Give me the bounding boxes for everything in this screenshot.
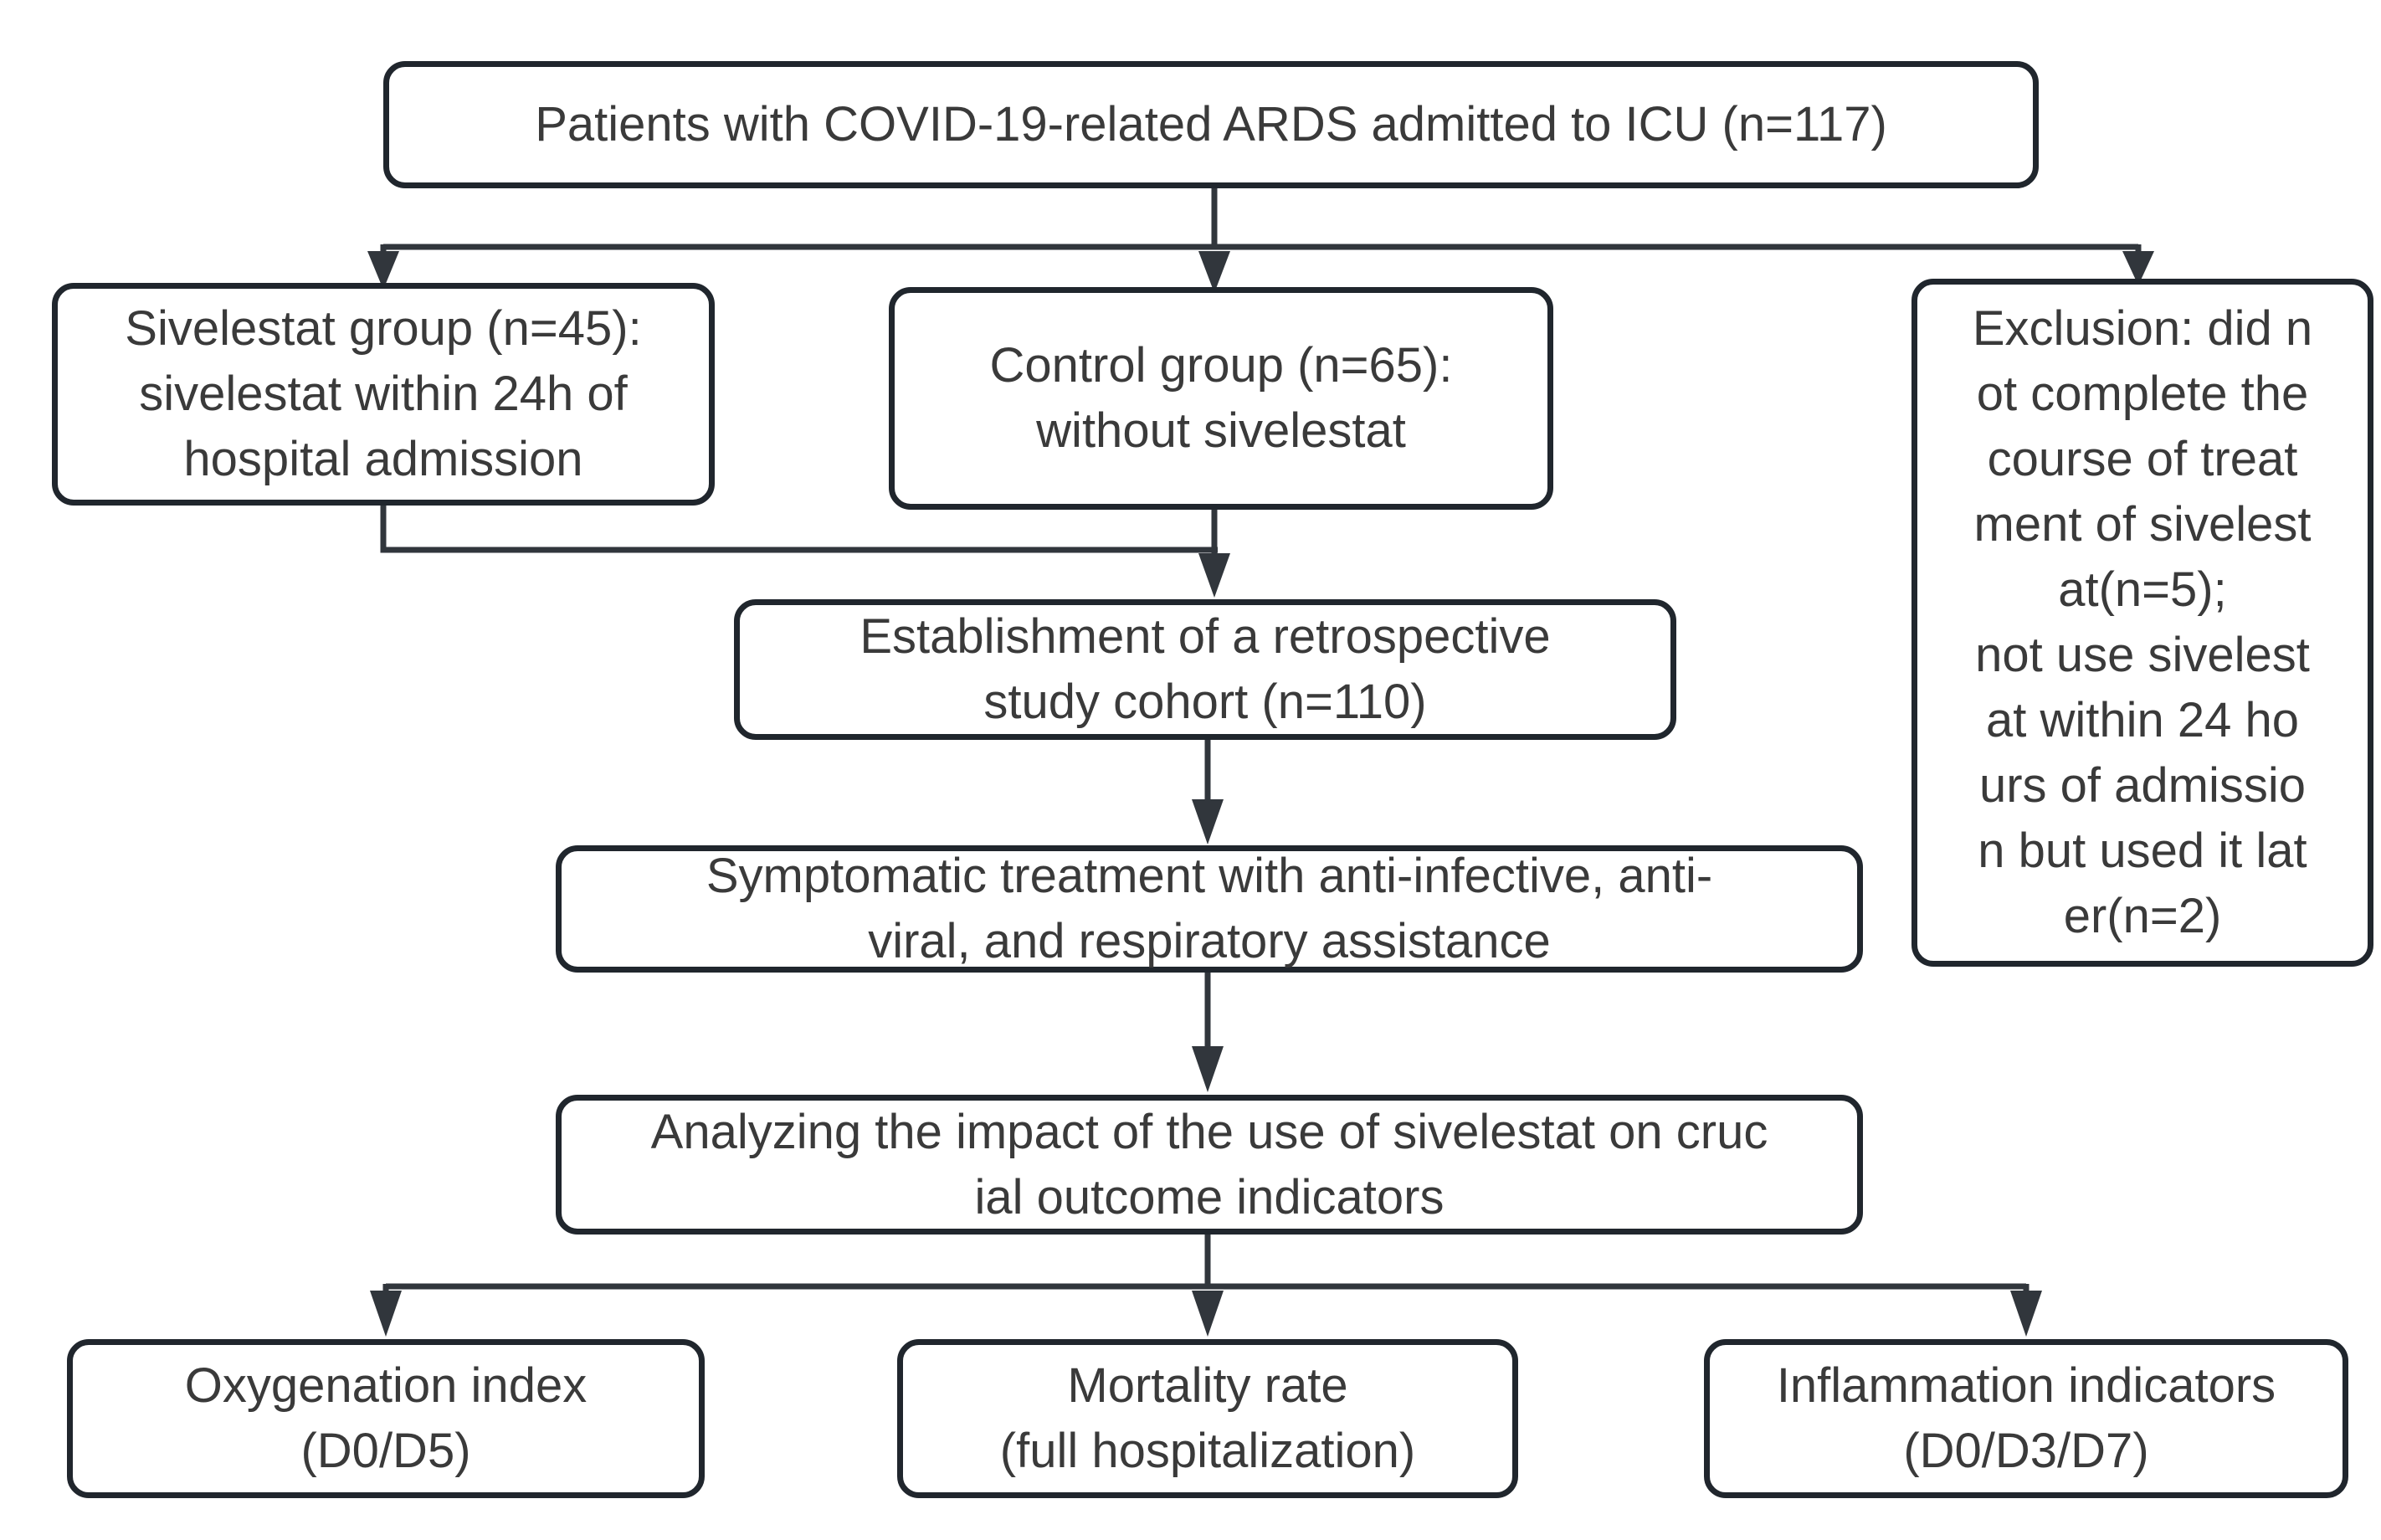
- arrowhead-to-exclusion: [2122, 251, 2154, 285]
- node-inflammation: Inflammation indicators (D0/D3/D7): [1704, 1339, 2348, 1498]
- node-exclusion: Exclusion: did n ot complete the course …: [1911, 279, 2373, 967]
- connector-merge-to-cohort: [380, 503, 1230, 598]
- node-control-group: Control group (n=65): without sivelestat: [889, 287, 1553, 510]
- node-analysis: Analyzing the impact of the use of sivel…: [556, 1095, 1863, 1235]
- node-exclusion-label: Exclusion: did n ot complete the course …: [1972, 301, 2313, 943]
- node-control-group-label: Control group (n=65): without sivelestat: [989, 338, 1453, 458]
- node-cohort-label: Establishment of a retrospective study c…: [860, 609, 1551, 729]
- arrowhead-to-sivelestat: [367, 251, 399, 290]
- connector-top-split: [367, 186, 2154, 293]
- node-patients: Patients with COVID-19-related ARDS admi…: [383, 61, 2039, 188]
- node-treatment-label: Symptomatic treatment with anti-infectiv…: [706, 849, 1713, 968]
- arrowhead-to-treatment: [1192, 799, 1224, 844]
- node-inflammation-label: Inflammation indicators (D0/D3/D7): [1776, 1358, 2276, 1478]
- arrowhead-to-oxygenation: [370, 1291, 402, 1337]
- node-oxygenation: Oxygenation index (D0/D5): [67, 1339, 705, 1498]
- node-sivelestat-group-label: Sivelestat group (n=45): sivelestat with…: [125, 301, 642, 486]
- arrowhead-to-cohort: [1198, 553, 1230, 598]
- node-patients-label: Patients with COVID-19-related ARDS admi…: [535, 97, 1887, 151]
- node-cohort: Establishment of a retrospective study c…: [734, 599, 1676, 740]
- node-treatment: Symptomatic treatment with anti-infectiv…: [556, 845, 1863, 973]
- node-oxygenation-label: Oxygenation index (D0/D5): [184, 1358, 588, 1478]
- arrowhead-to-control: [1198, 251, 1230, 293]
- node-sivelestat-group: Sivelestat group (n=45): sivelestat with…: [52, 283, 715, 506]
- node-analysis-label: Analyzing the impact of the use of sivel…: [650, 1104, 1768, 1224]
- arrowhead-to-inflammation: [2010, 1291, 2042, 1337]
- connector-cohort-to-treatment: [1192, 737, 1224, 844]
- arrowhead-to-mortality: [1192, 1291, 1224, 1337]
- connector-bottom-split: [370, 1232, 2042, 1337]
- arrowhead-to-analysis: [1192, 1046, 1224, 1092]
- node-mortality-label: Mortality rate (full hospitalization): [999, 1358, 1416, 1478]
- connector-treatment-to-analysis: [1192, 970, 1224, 1092]
- node-mortality: Mortality rate (full hospitalization): [897, 1339, 1518, 1498]
